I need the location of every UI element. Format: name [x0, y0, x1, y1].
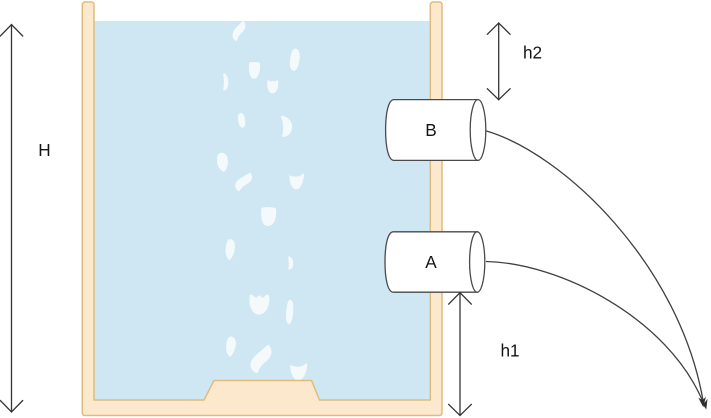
svg-text:B: B	[425, 120, 436, 140]
svg-text:A: A	[425, 252, 437, 272]
svg-text:h1: h1	[500, 341, 519, 361]
svg-text:h2: h2	[523, 42, 542, 62]
svg-text:H: H	[38, 140, 50, 160]
